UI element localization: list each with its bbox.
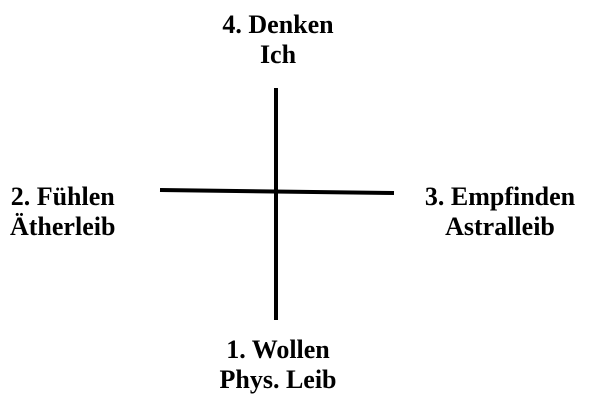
label-top-line2: Ich [259, 40, 297, 69]
label-bottom-wollen: 1. Wollen Phys. Leib [158, 335, 398, 395]
label-top-line1: 4. Denken [222, 10, 334, 39]
label-left-fuehlen: 2. Fühlen Ätherleib [10, 182, 115, 242]
label-right-line2: Astralleib [445, 212, 555, 241]
label-bottom-line2: Phys. Leib [219, 365, 337, 394]
label-right-line1: 3. Empfinden [424, 182, 576, 211]
horizontal-axis-line [159, 188, 395, 195]
label-bottom-line1: 1. Wollen [226, 335, 330, 364]
label-top-denken: 4. Denken Ich [158, 10, 398, 70]
label-right-empfinden: 3. Empfinden Astralleib [400, 182, 600, 242]
label-left-line1: 2. Fühlen [10, 182, 115, 211]
label-left-line2: Ätherleib [10, 212, 116, 241]
